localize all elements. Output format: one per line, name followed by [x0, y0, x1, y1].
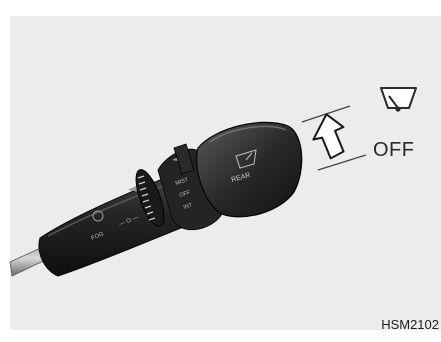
up-arrow-icon [309, 111, 349, 161]
off-position-label: OFF [373, 139, 415, 162]
figure-code: HSM2102 [381, 317, 439, 332]
rear-wiper-knob: REAR [197, 122, 302, 216]
front-wiper-icon [381, 88, 416, 112]
